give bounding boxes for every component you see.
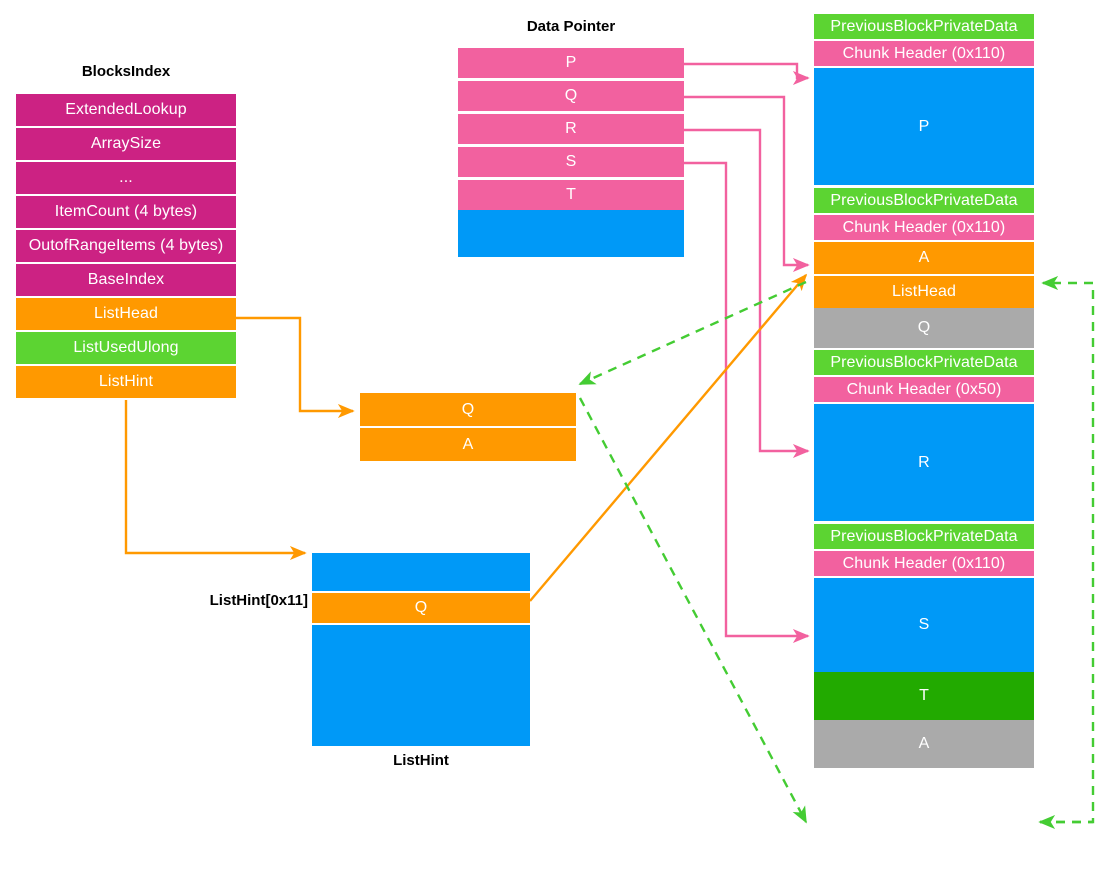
blocksindex-row: BaseIndex [16, 264, 236, 296]
datapointer-row-label: R [565, 120, 577, 137]
blocksindex-row: ListHead [16, 298, 236, 330]
heap-row: R [814, 404, 1034, 521]
blocksindex-row: ... [16, 162, 236, 194]
heap-row-label: Q [917, 319, 931, 336]
listentry-row-label: Q [461, 400, 475, 418]
blocksindex-row-label: ... [119, 169, 133, 186]
arrow-heap-a-to-listentry-q [578, 280, 807, 386]
arrow-heap-bottom-a-to-top-a [1040, 275, 1095, 824]
blocksindex-row-label: ExtendedLookup [65, 101, 187, 118]
blocksindex-row-label: ItemCount (4 bytes) [54, 203, 198, 220]
blocksindex-row: ArraySize [16, 128, 236, 160]
heap-row-label: Chunk Header (0x50) [846, 380, 1002, 398]
heap-row: A [814, 720, 1034, 768]
heap-row-label: PreviousBlockPrivateData [830, 353, 1018, 371]
heap-row: Chunk Header (0x110) [814, 215, 1034, 240]
heap-row: ListHead [814, 276, 1034, 308]
heap-row: PreviousBlockPrivateData [814, 188, 1034, 213]
listhint-row [312, 625, 530, 746]
heap-row-label: ListHead [892, 283, 956, 300]
heap-row: T [814, 672, 1034, 720]
heap-row-label: S [918, 616, 930, 633]
heap-row-label: Chunk Header (0x110) [842, 218, 1006, 236]
listhint-title: ListHint [393, 752, 449, 769]
heap-row-label: Chunk Header (0x110) [842, 44, 1006, 62]
arrow-r-to-heap [684, 128, 810, 459]
blocksindex-row: ListUsedUlong [16, 332, 236, 364]
blocksindex-row: OutofRangeItems (4 bytes) [16, 230, 236, 262]
arrow-listentry-a-to-heap-bottom [578, 397, 808, 824]
heap-row: PreviousBlockPrivateData [814, 350, 1034, 375]
datapointer-row [458, 210, 684, 257]
datapointer-row: T [458, 180, 684, 210]
datapointer-row-label: P [565, 54, 577, 71]
data-pointer-title: Data Pointer [526, 18, 616, 35]
datapointer-row: Q [458, 81, 684, 111]
heap-row-label: P [918, 117, 930, 135]
datapointer-row-label: S [565, 153, 577, 170]
datapointer-row-label: Q [564, 87, 578, 104]
listhint-row-label: Q [414, 599, 428, 616]
blocksindex-row: ExtendedLookup [16, 94, 236, 126]
blocksindex-row-label: OutofRangeItems (4 bytes) [28, 237, 224, 254]
blocksindex-row: ItemCount (4 bytes) [16, 196, 236, 228]
heap-row: PreviousBlockPrivateData [814, 14, 1034, 39]
heap-row: S [814, 578, 1034, 672]
arrow-listhead-to-listentry [236, 316, 355, 419]
blocksindex-row-label: ListUsedUlong [73, 339, 179, 356]
listentry-row: A [360, 428, 576, 461]
arrow-s-to-heap [684, 161, 810, 644]
arrow-q-to-heap [684, 95, 810, 273]
datapointer-row: R [458, 114, 684, 144]
datapointer-row: S [458, 147, 684, 177]
heap-row: P [814, 68, 1034, 185]
heap-row: A [814, 242, 1034, 274]
heap-row: Q [814, 308, 1034, 348]
heap-row-label: A [918, 735, 930, 752]
heap-row-label: PreviousBlockPrivateData [830, 191, 1018, 209]
arrow-listhint-to-table [124, 400, 307, 561]
blocksindex-row-label: BaseIndex [87, 271, 165, 288]
heap-row-label: T [919, 687, 929, 704]
listhint-row: Q [312, 593, 530, 623]
heap-row: Chunk Header (0x110) [814, 551, 1034, 576]
listentry-row-label: A [462, 435, 474, 453]
heap-row-label: Chunk Header (0x110) [842, 554, 1006, 572]
listentry-row: Q [360, 393, 576, 426]
listhint-index-label: ListHint[0x11] [209, 592, 308, 609]
datapointer-row-label: T [566, 186, 576, 203]
blocksindex-row-label: ListHint [98, 373, 154, 390]
heap-row: PreviousBlockPrivateData [814, 524, 1034, 549]
heap-row-label: R [918, 453, 930, 471]
blocksindex-row-label: ArraySize [90, 135, 162, 152]
heap-row: Chunk Header (0x50) [814, 377, 1034, 402]
blocksindex-row-label: ListHead [94, 305, 158, 322]
heap-row: Chunk Header (0x110) [814, 41, 1034, 66]
datapointer-row: P [458, 48, 684, 78]
blocksindex-title: BlocksIndex [81, 63, 171, 80]
heap-row-label: A [918, 249, 930, 266]
heap-row-label: PreviousBlockPrivateData [830, 527, 1018, 545]
listhint-table: Q [312, 553, 530, 746]
blocksindex-row: ListHint [16, 366, 236, 398]
heap-row-label: PreviousBlockPrivateData [830, 17, 1018, 35]
arrow-p-to-heap [684, 62, 810, 86]
listhint-row [312, 553, 530, 591]
